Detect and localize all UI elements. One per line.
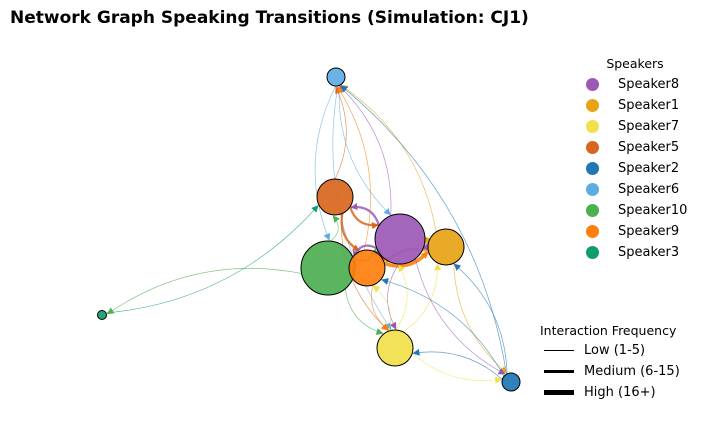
frequency-legend-item-high: High (16+) <box>540 382 700 403</box>
legend-label: Speaker8 <box>618 77 680 92</box>
edge-speaker6-to-speaker10 <box>314 85 336 241</box>
frequency-legend-item-low: Low (1-5) <box>540 340 700 361</box>
frequency-legend-label: High (16+) <box>584 385 656 400</box>
legend-swatch <box>586 99 599 112</box>
node-speaker9 <box>348 249 386 287</box>
edge-speaker9-to-speaker6 <box>337 86 371 251</box>
legend-label: Speaker1 <box>618 98 680 113</box>
edge-speaker6-to-speaker8 <box>338 85 391 216</box>
node-speaker3 <box>97 310 107 320</box>
chart-title: Network Graph Speaking Transitions (Simu… <box>10 8 529 28</box>
node-speaker10 <box>300 240 356 296</box>
legend-swatch <box>586 246 599 259</box>
legend-item-speaker2: Speaker2 <box>582 158 702 179</box>
legend-swatch <box>586 162 599 175</box>
medium-line-swatch <box>544 370 574 373</box>
edge-speaker5-to-speaker8 <box>349 206 379 230</box>
legend-label: Speaker7 <box>618 119 680 134</box>
frequency-legend-title: Interaction Frequency <box>540 323 677 338</box>
speakers-legend-title: Speakers <box>606 56 664 71</box>
legend-item-speaker3: Speaker3 <box>582 242 702 263</box>
edge-speaker7-to-speaker1 <box>402 263 442 333</box>
legend-item-speaker6: Speaker6 <box>582 179 702 200</box>
legend-item-speaker9: Speaker9 <box>582 221 702 242</box>
edge-speaker1-to-speaker6 <box>340 85 437 232</box>
edge-speaker7-to-speaker8 <box>395 264 408 331</box>
edge-speaker2-to-speaker1 <box>453 263 508 374</box>
legend-label: Speaker3 <box>618 245 680 260</box>
nodes-layer <box>97 67 521 392</box>
frequency-legend-label: Medium (6-15) <box>584 364 680 379</box>
edge-speaker7-to-speaker2 <box>412 352 503 384</box>
legend-swatch <box>586 225 599 238</box>
frequency-legend-item-medium: Medium (6-15) <box>540 361 700 382</box>
legend-item-speaker1: Speaker1 <box>582 95 702 116</box>
frequency-legend-label: Low (1-5) <box>584 343 646 358</box>
high-line-swatch <box>544 390 574 395</box>
edge-speaker9-to-speaker1 <box>383 250 429 268</box>
legend-label: Speaker5 <box>618 140 680 155</box>
node-speaker8 <box>374 213 426 265</box>
node-speaker1 <box>427 228 465 266</box>
legend-swatch <box>586 141 599 154</box>
edge-speaker2-to-speaker6 <box>340 85 507 375</box>
edge-speaker5-to-speaker9 <box>340 213 360 252</box>
legend-swatch <box>586 78 599 91</box>
legend-label: Speaker10 <box>618 203 688 218</box>
node-speaker5 <box>316 178 354 216</box>
edges-layer <box>105 85 508 384</box>
edge-speaker7-to-speaker9 <box>372 285 391 332</box>
edge-speaker3-to-speaker5 <box>105 205 319 314</box>
edge-speaker2-to-speaker9 <box>381 278 505 377</box>
legend-swatch <box>586 183 599 196</box>
legend-item-speaker10: Speaker10 <box>582 200 702 221</box>
edge-speaker8-to-speaker2 <box>414 258 506 375</box>
edge-speaker10-to-speaker5 <box>330 215 340 242</box>
edge-speaker10-to-speaker7 <box>344 288 384 335</box>
node-speaker2 <box>501 372 521 392</box>
edge-speaker2-to-speaker7 <box>412 348 503 380</box>
node-speaker7 <box>376 329 414 367</box>
edge-speaker9-to-speaker7 <box>371 284 390 331</box>
legend-label: Speaker6 <box>618 182 680 197</box>
legend-swatch <box>586 204 599 217</box>
legend-item-speaker8: Speaker8 <box>582 74 702 95</box>
frequency-legend: Interaction Frequency Low (1-5) Medium (… <box>540 323 700 403</box>
edge-speaker8-to-speaker6 <box>339 85 392 216</box>
legend-swatch <box>586 120 599 133</box>
edge-speaker8-to-speaker7 <box>387 263 400 330</box>
edge-speaker10-to-speaker3 <box>106 268 302 315</box>
low-line-swatch <box>544 350 574 351</box>
node-speaker6 <box>326 67 346 87</box>
legend-item-speaker5: Speaker5 <box>582 137 702 158</box>
legend-item-speaker7: Speaker7 <box>582 116 702 137</box>
legend-label: Speaker2 <box>618 161 680 176</box>
legend-label: Speaker9 <box>618 224 680 239</box>
edge-speaker5-to-speaker6 <box>334 86 347 180</box>
